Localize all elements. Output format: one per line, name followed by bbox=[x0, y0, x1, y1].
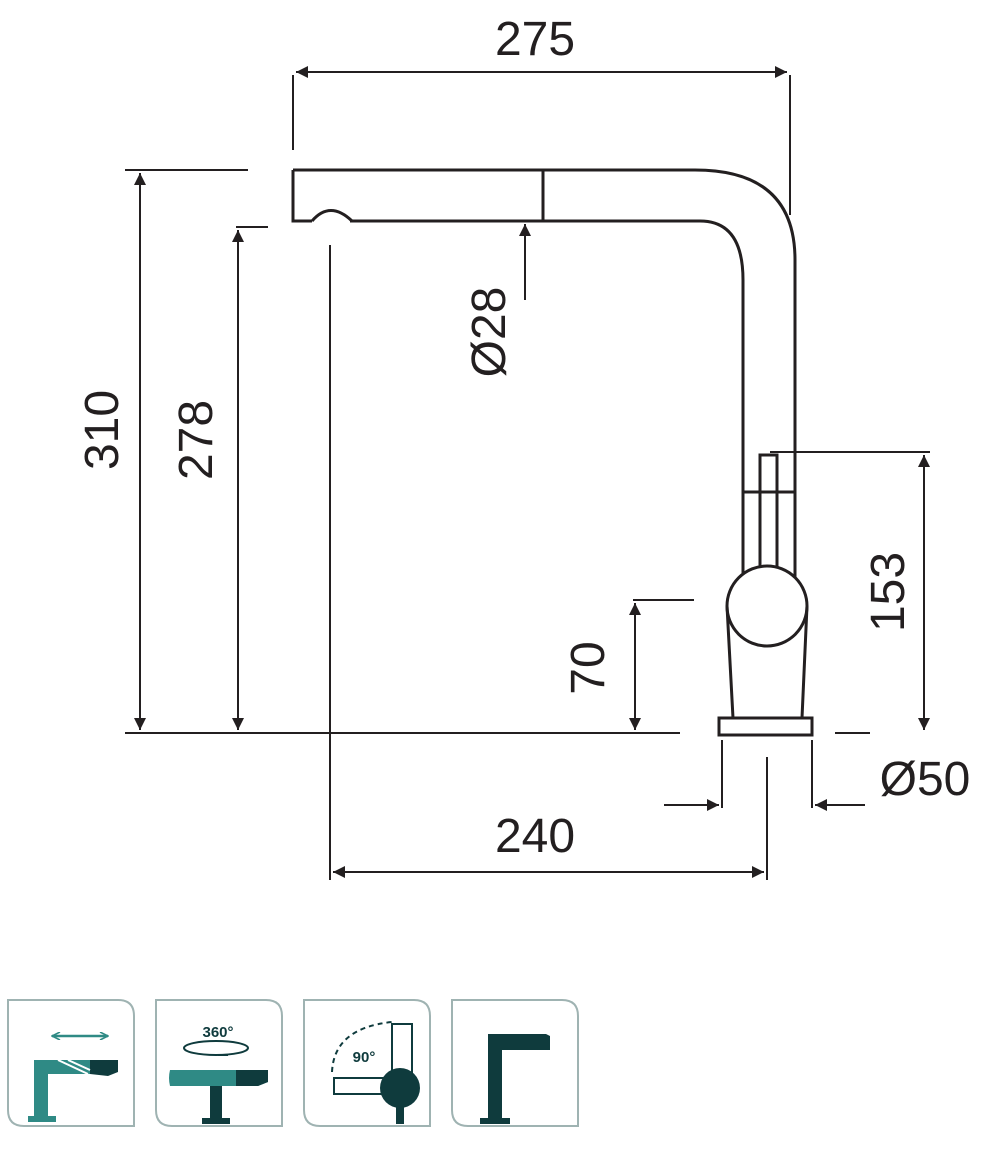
fold-label: 90° bbox=[353, 1049, 376, 1066]
dimension-base-diameter: Ø50 bbox=[880, 753, 971, 806]
pull-out-spout-icon bbox=[7, 999, 135, 1127]
dimension-310: 310 bbox=[76, 390, 129, 470]
dimension-278: 278 bbox=[170, 400, 223, 480]
swivel-label: 360° bbox=[202, 1024, 233, 1041]
swivel-icon: 360° bbox=[155, 999, 283, 1127]
fold-down-icon: 90° bbox=[303, 999, 431, 1127]
dimension-153: 153 bbox=[862, 552, 915, 632]
faucet-outline bbox=[291, 168, 814, 737]
dimension-lines bbox=[125, 66, 930, 880]
dimension-240: 240 bbox=[495, 810, 575, 863]
l-shape-spout-icon bbox=[451, 999, 579, 1127]
dimension-spout-diameter: Ø28 bbox=[463, 287, 516, 378]
dimension-70: 70 bbox=[562, 641, 615, 694]
dimension-275: 275 bbox=[495, 13, 575, 66]
